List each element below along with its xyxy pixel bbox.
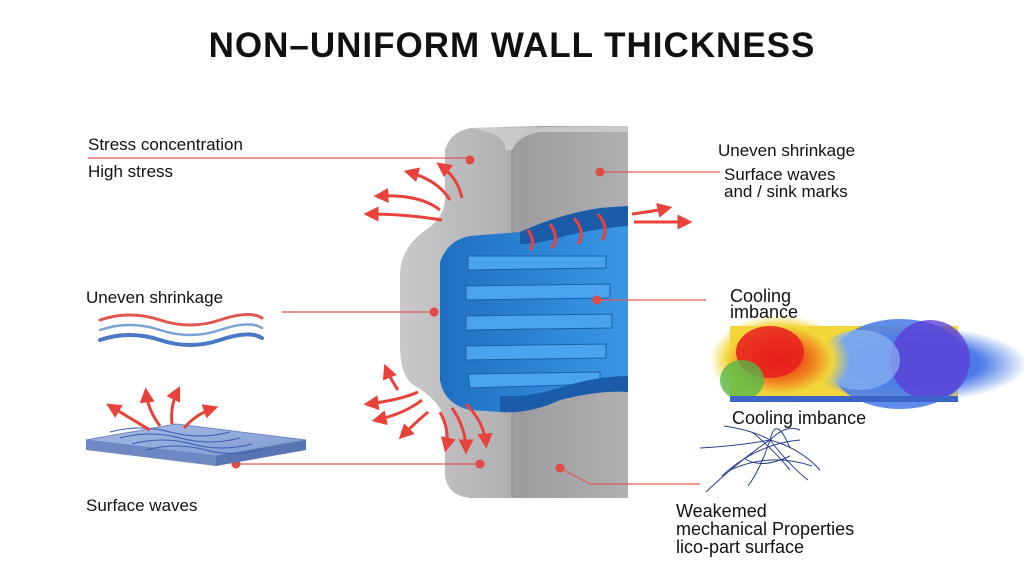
leader-lines [88, 157, 720, 485]
sink-mark-curls [526, 213, 607, 251]
stress-arrows-upper-left [363, 162, 464, 222]
label-surface-waves-sink-1: Surface waves [724, 165, 836, 184]
label-surface-waves-sink-2: and / sink marks [724, 182, 848, 201]
label-cooling-2: imbance [730, 302, 799, 322]
label-cooling-imbance: Cooling imbance [732, 408, 867, 428]
label-surface-waves-left: Surface waves [86, 496, 198, 515]
stress-arrows-lower-left [363, 363, 493, 455]
surface-waves-plate [85, 385, 307, 466]
shrinkage-waves-icon [98, 313, 264, 347]
label-high-stress: High stress [88, 162, 174, 181]
page-title: NON–UNIFORM WALL THICKNESS [208, 26, 816, 65]
shrinkage-arrows-upper-right [631, 202, 693, 230]
label-uneven-shrinkage-left: Uneven shrinkage [86, 288, 224, 307]
cooling-heatmap [710, 315, 1024, 409]
label-stress-concentration: Stress concentration [88, 135, 243, 154]
label-uneven-shrinkage-right: Uneven shrinkage [718, 141, 856, 160]
label-weakened-2: mechanical Properties [676, 519, 855, 539]
label-weakened-3: lico-part surface [676, 537, 805, 557]
fiber-network-icon [699, 425, 821, 493]
molded-part [400, 126, 628, 498]
label-cooling-1: Cooling [730, 286, 792, 306]
label-weakened-1: Weakemed [676, 501, 767, 521]
